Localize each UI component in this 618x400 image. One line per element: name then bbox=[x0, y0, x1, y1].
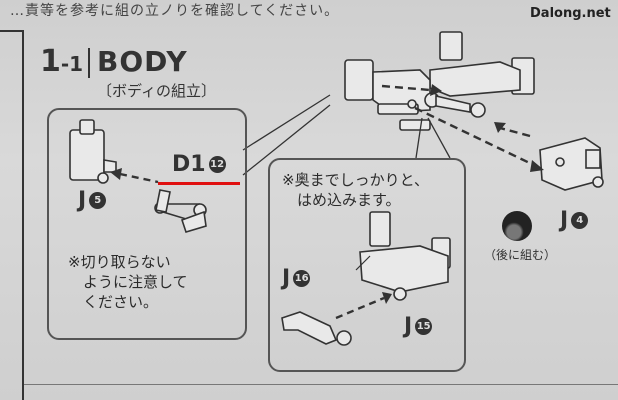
step-divider bbox=[88, 48, 90, 78]
runner-d1-drawing bbox=[154, 189, 207, 233]
watermark: Dalong.net bbox=[530, 6, 611, 21]
page-border bbox=[0, 30, 24, 400]
note-middle: ※奥までしっかりと、 はめ込みます。 bbox=[282, 171, 429, 209]
part-j4-drawing bbox=[539, 137, 604, 191]
body-assembly-drawing bbox=[344, 31, 535, 131]
note-left: ※切り取らない ように注意して ください。 bbox=[68, 253, 188, 311]
part-j5-drawing bbox=[69, 119, 117, 184]
step-subtitle: 〔ボディの組立〕 bbox=[97, 82, 216, 100]
red-underline bbox=[158, 182, 240, 185]
header-text: …責等を参考に組の立ノりを確認してください。 bbox=[10, 3, 340, 19]
detail-panel-left bbox=[47, 108, 247, 340]
body-subassembly-drawing bbox=[359, 211, 451, 301]
bottom-rule bbox=[24, 384, 618, 385]
step-number: 1-1 bbox=[40, 44, 84, 79]
part-j16-drawing bbox=[281, 311, 352, 346]
assemble-later-icon bbox=[502, 211, 532, 241]
assemble-later-note: （後に組む） bbox=[484, 248, 557, 262]
detail-panel-middle bbox=[268, 158, 466, 372]
step-title: BODY bbox=[97, 45, 188, 78]
